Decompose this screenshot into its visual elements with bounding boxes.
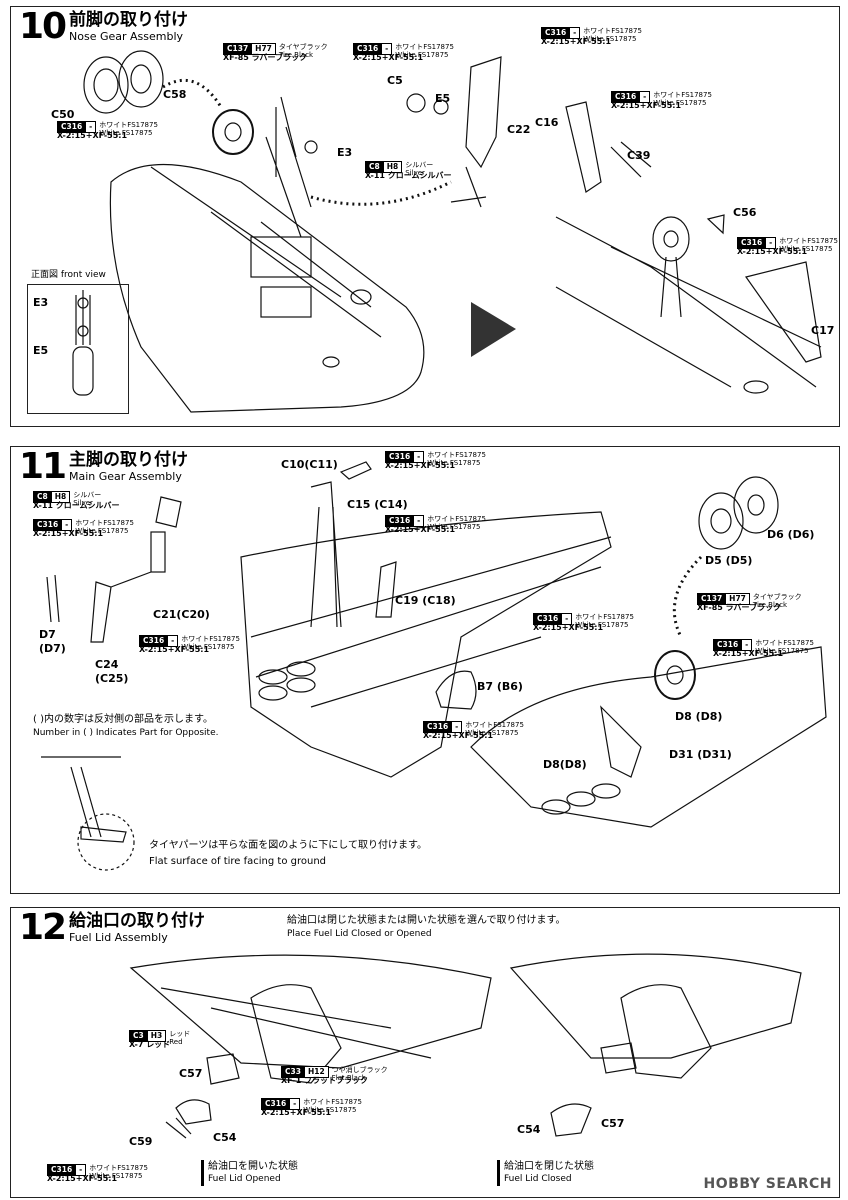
step-title-en: Fuel Lid Assembly (69, 931, 168, 944)
step-number: 12 (19, 907, 67, 948)
part-label: D8(D8) (543, 758, 587, 771)
step-number: 11 (19, 446, 67, 487)
part-label: C56 (733, 206, 757, 219)
step-11-panel: 11 主脚の取り付け Main Gear Assembly (10, 446, 840, 894)
part-label: C39 (627, 149, 651, 162)
main-gear-illustration (41, 461, 827, 871)
opposite-note-jp: ( )内の数字は反対側の部品を示します。 (33, 714, 213, 725)
part-label: C21(C20) (153, 608, 210, 621)
part-label: C16 (535, 116, 559, 129)
opposite-note-en: Number in ( ) Indicates Part for Opposit… (33, 728, 219, 738)
fuel-lid-choice-en: Place Fuel Lid Closed or Opened (287, 929, 432, 939)
step-number: 10 (19, 6, 67, 47)
step-title-jp: 主脚の取り付け (69, 450, 188, 470)
part-label: E5 (33, 344, 49, 357)
part-label: C19 (C18) (395, 594, 456, 607)
part-label: C10(C11) (281, 458, 338, 471)
front-view-label: 正面図 front view (31, 270, 106, 280)
part-label: C15 (C14) (347, 498, 408, 511)
part-label: C50 (51, 108, 75, 121)
part-label: E5 (435, 92, 451, 105)
fuel-lid-choice-jp: 給油口は閉じた状態または開いた状態を選んで取り付けます。 (287, 915, 566, 926)
watermark: HOBBY SEARCH (703, 1176, 832, 1192)
part-label: C24 (95, 658, 119, 671)
part-label: C59 (129, 1135, 153, 1148)
step-10-panel: 10 前脚の取り付け Nose Gear Assembly (10, 6, 840, 427)
part-label: C54 (517, 1123, 541, 1136)
tire-note-jp: タイヤパーツは平らな面を図のように下にして取り付けます。 (149, 840, 427, 851)
part-label: C5 (387, 74, 403, 87)
part-label: C57 (601, 1117, 625, 1130)
step-title-jp: 前脚の取り付け (69, 10, 188, 30)
part-label: B7 (B6) (477, 680, 523, 693)
step-title-en: Nose Gear Assembly (69, 30, 184, 43)
tire-note-en: Flat surface of tire facing to ground (149, 856, 327, 867)
part-label: (C25) (95, 672, 129, 685)
step-title-en: Main Gear Assembly (69, 470, 182, 483)
part-label: E3 (337, 146, 353, 159)
step-12-panel: 12 給油口の取り付け Fuel Lid Assembly 給油口は閉じた状態ま… (10, 907, 840, 1198)
part-label: C22 (507, 123, 531, 136)
part-label: D31 (D31) (669, 748, 732, 761)
part-label: C58 (163, 88, 187, 101)
part-label: D7 (39, 628, 56, 641)
part-label: C57 (179, 1067, 203, 1080)
part-label: E3 (33, 296, 49, 309)
fuel-lid-illustration (129, 953, 802, 1139)
part-label: C17 (811, 324, 835, 337)
part-label: D5 (D5) (705, 554, 753, 567)
nose-gear-illustration (83, 50, 822, 413)
front-view-box (27, 284, 129, 414)
part-label: D8 (D8) (675, 710, 723, 723)
part-label: C54 (213, 1131, 237, 1144)
front-view-drawing (72, 290, 94, 396)
step-title-jp: 給油口の取り付け (69, 911, 205, 931)
part-label: (D7) (39, 642, 66, 655)
part-label: D6 (D6) (767, 528, 815, 541)
